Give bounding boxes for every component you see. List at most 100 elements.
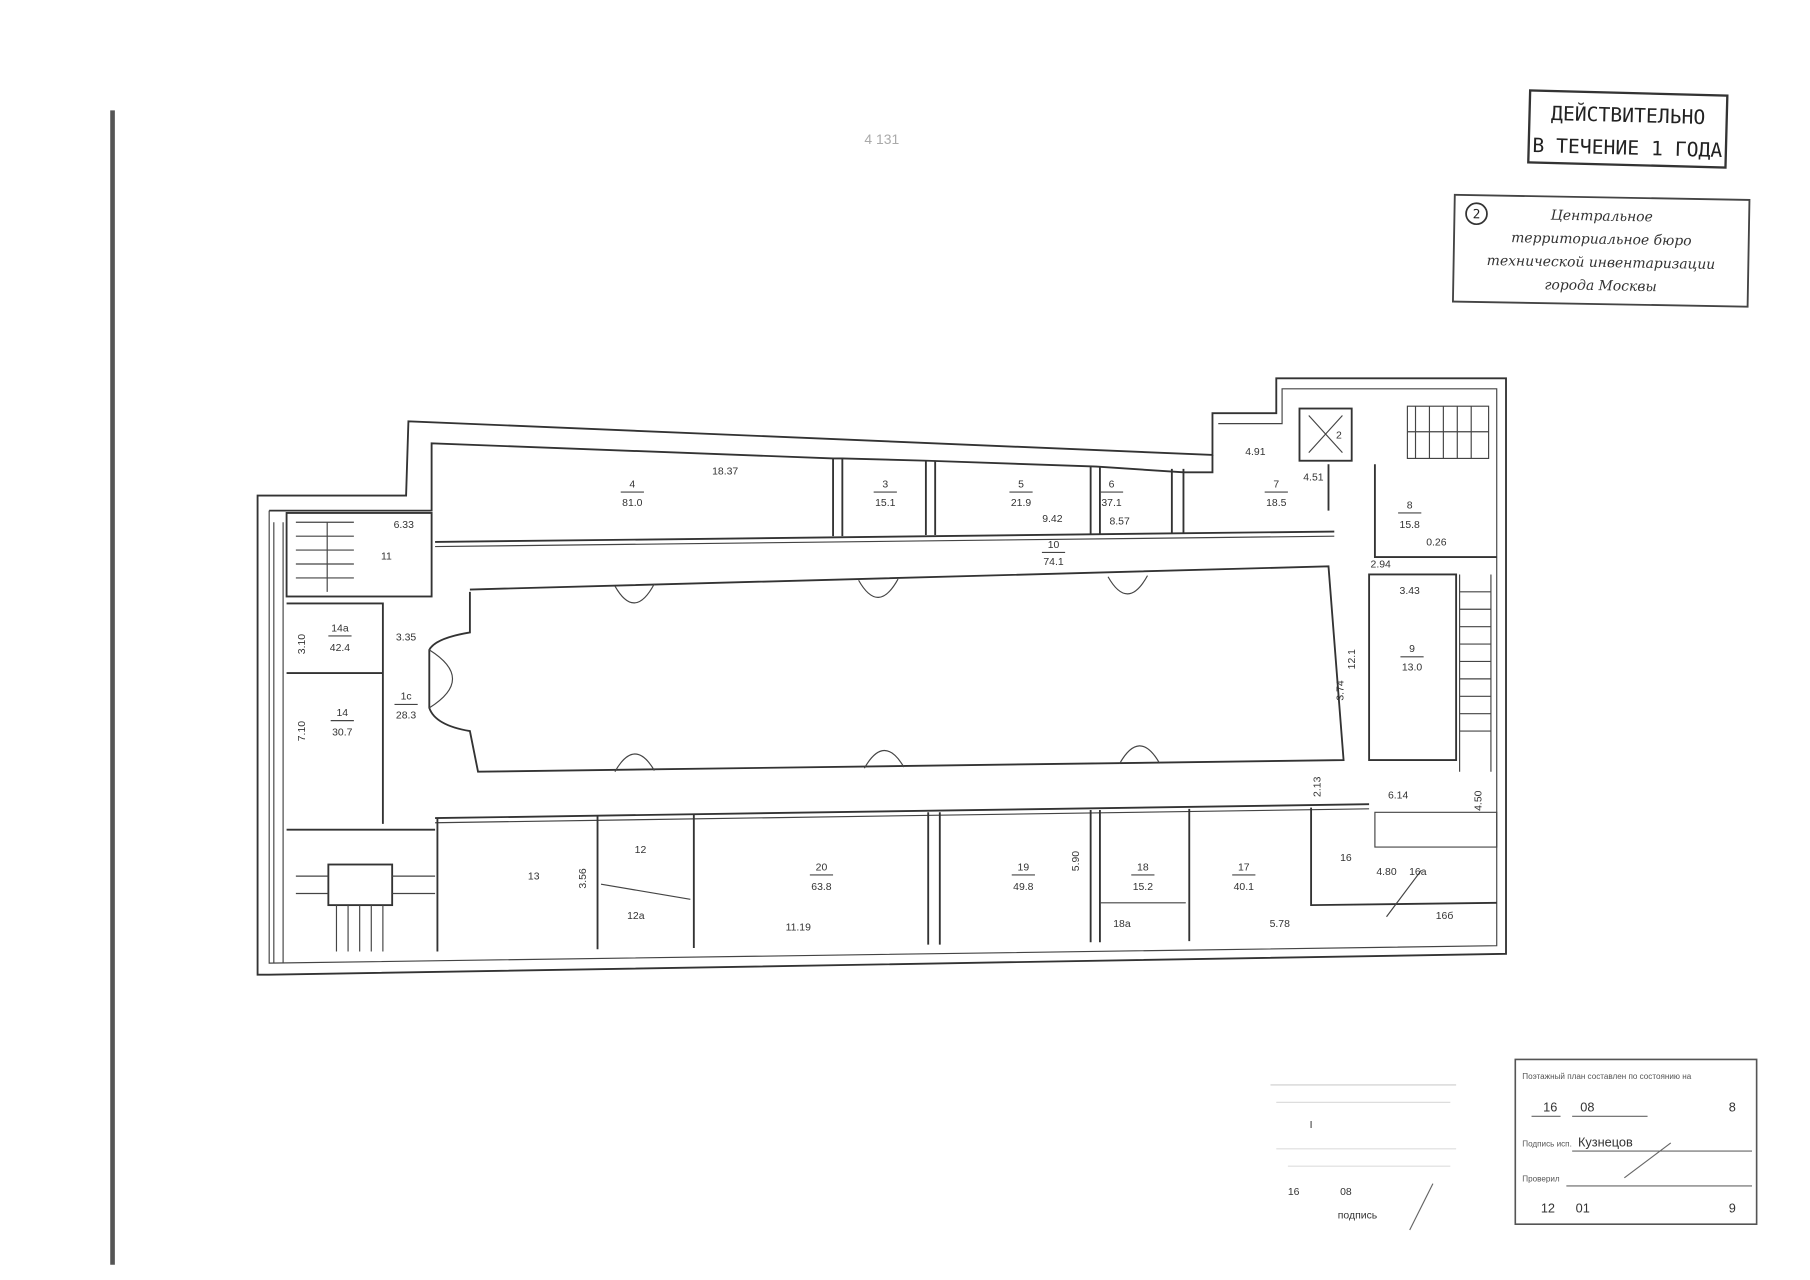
dimension: 2.94 — [1371, 559, 1392, 570]
svg-text:14: 14 — [336, 708, 348, 719]
dimension: 5.90 — [1071, 851, 1082, 872]
certificate-right: Поэтажный план составлен по состоянию на… — [1514, 1058, 1758, 1226]
dimension: 4.91 — [1245, 447, 1266, 458]
svg-text:технической инвентаризации: технической инвентаризации — [1487, 253, 1716, 273]
dimension: 3.35 — [396, 633, 417, 644]
svg-text:20: 20 — [816, 862, 828, 873]
svg-text:28.3: 28.3 — [396, 710, 417, 721]
room-label: 17 40.1 — [1232, 862, 1256, 893]
room-label: 14 30.7 — [330, 708, 354, 739]
svg-text:12: 12 — [1541, 1201, 1555, 1216]
dimension: 3.74 — [1336, 680, 1347, 701]
validity-stamp: ДЕЙСТВИТЕЛЬНО В ТЕЧЕНИЕ 1 ГОДА — [1527, 89, 1729, 169]
room-label: 10 74.1 — [1041, 540, 1066, 568]
svg-text:01: 01 — [1576, 1201, 1590, 1216]
svg-text:Проверил: Проверил — [1522, 1174, 1560, 1183]
svg-text:18.5: 18.5 — [1266, 498, 1287, 509]
room-tag: 12а — [627, 911, 645, 922]
svg-text:10: 10 — [1048, 540, 1060, 551]
svg-text:подпись: подпись — [1338, 1210, 1378, 1221]
sheet-number: 4 131 — [864, 131, 899, 147]
room-tag: 12 — [635, 845, 647, 856]
svg-text:40.1: 40.1 — [1234, 882, 1255, 893]
svg-text:16: 16 — [1543, 1100, 1557, 1115]
svg-text:8: 8 — [1407, 500, 1413, 511]
floor-plan — [256, 377, 1507, 976]
svg-text:Кузнецов: Кузнецов — [1578, 1134, 1633, 1149]
dimension: 3.10 — [297, 634, 308, 655]
svg-text:13.0: 13.0 — [1402, 663, 1423, 674]
svg-text:30.7: 30.7 — [332, 728, 353, 739]
room-label: 315.1 — [873, 479, 897, 509]
svg-text:5: 5 — [1018, 479, 1024, 490]
svg-text:08: 08 — [1340, 1187, 1352, 1198]
dimension: 8.57 — [1109, 517, 1130, 528]
svg-text:Центральное: Центральное — [1551, 208, 1653, 226]
room-label: 718.5 — [1264, 479, 1288, 509]
certificate-left: I 16 08 подпись — [1270, 1084, 1457, 1231]
dimension: 0.26 — [1426, 537, 1447, 548]
dimension: 4.80 — [1376, 867, 1397, 878]
room-label: 815.8 — [1398, 500, 1422, 531]
svg-text:37.1: 37.1 — [1101, 498, 1122, 509]
room-label: 20 63.8 — [809, 862, 834, 893]
svg-text:1с: 1с — [401, 692, 412, 703]
svg-text:19: 19 — [1018, 862, 1030, 873]
dimension: 4.50 — [1474, 790, 1485, 811]
svg-text:21.9: 21.9 — [1011, 498, 1032, 509]
svg-text:6: 6 — [1109, 479, 1115, 490]
svg-text:15.1: 15.1 — [875, 498, 896, 509]
dimension: 5.78 — [1270, 919, 1291, 930]
dimension: 6.14 — [1388, 790, 1409, 801]
svg-text:14а: 14а — [331, 623, 349, 634]
room-label: 637.1 — [1099, 479, 1124, 509]
room-tag: 2 — [1336, 431, 1342, 442]
room-label: 521.9 — [1009, 479, 1033, 509]
svg-text:42.4: 42.4 — [330, 643, 351, 654]
dimension: 18.37 — [712, 467, 738, 478]
svg-text:81.0: 81.0 — [622, 498, 643, 509]
room-label: 481.0 — [620, 479, 644, 509]
room-tag: 11 — [381, 551, 392, 562]
room-tag: 16 — [1340, 853, 1352, 864]
dimension: 6.33 — [394, 520, 415, 531]
room-tag: 16а — [1409, 867, 1427, 878]
dimension: 3.43 — [1400, 586, 1421, 597]
svg-text:4: 4 — [629, 479, 635, 490]
svg-text:7: 7 — [1273, 479, 1279, 490]
svg-text:ДЕЙСТВИТЕЛЬНО: ДЕЙСТВИТЕЛЬНО — [1551, 102, 1706, 129]
svg-text:17: 17 — [1238, 862, 1250, 873]
room-tag: 16б — [1436, 910, 1454, 922]
svg-text:I: I — [1310, 1120, 1313, 1131]
svg-text:08: 08 — [1580, 1100, 1594, 1115]
svg-text:2: 2 — [1473, 207, 1481, 222]
svg-text:8: 8 — [1729, 1100, 1736, 1115]
svg-text:18: 18 — [1137, 862, 1149, 873]
dimension: 11.19 — [786, 923, 812, 934]
svg-text:Поэтажный план составлен по со: Поэтажный план составлен по состоянию на — [1522, 1072, 1691, 1081]
svg-text:В ТЕЧЕНИЕ 1 ГОДА: В ТЕЧЕНИЕ 1 ГОДА — [1532, 134, 1723, 162]
svg-text:74.1: 74.1 — [1043, 557, 1064, 568]
svg-text:города Москвы: города Москвы — [1544, 277, 1657, 295]
svg-text:16: 16 — [1288, 1187, 1300, 1198]
dimension: 2.13 — [1312, 776, 1323, 797]
dimension: 3.56 — [578, 868, 589, 889]
room-labels: 481.0 315.1 521.9 637.1 718.5 815.8 1074… — [328, 431, 1453, 930]
room-label: 14а 42.4 — [328, 623, 352, 654]
room-tag: 13 — [528, 872, 540, 883]
svg-text:9: 9 — [1409, 644, 1415, 655]
svg-text:63.8: 63.8 — [811, 882, 832, 893]
dimension: 9.42 — [1042, 514, 1063, 525]
dimension: 4.51 — [1303, 472, 1324, 483]
room-label: 913.0 — [1400, 644, 1424, 674]
svg-text:3: 3 — [882, 479, 888, 490]
dimension: 12.1 — [1347, 649, 1358, 670]
dimension-labels: 18.37 9.42 8.57 4.51 4.91 0.26 2.94 3.43… — [297, 447, 1485, 934]
svg-text:Подпись исп.: Подпись исп. — [1522, 1139, 1572, 1148]
svg-text:территориальное бюро: территориальное бюро — [1511, 230, 1692, 249]
svg-text:15.8: 15.8 — [1400, 520, 1421, 531]
svg-text:9: 9 — [1729, 1201, 1736, 1216]
